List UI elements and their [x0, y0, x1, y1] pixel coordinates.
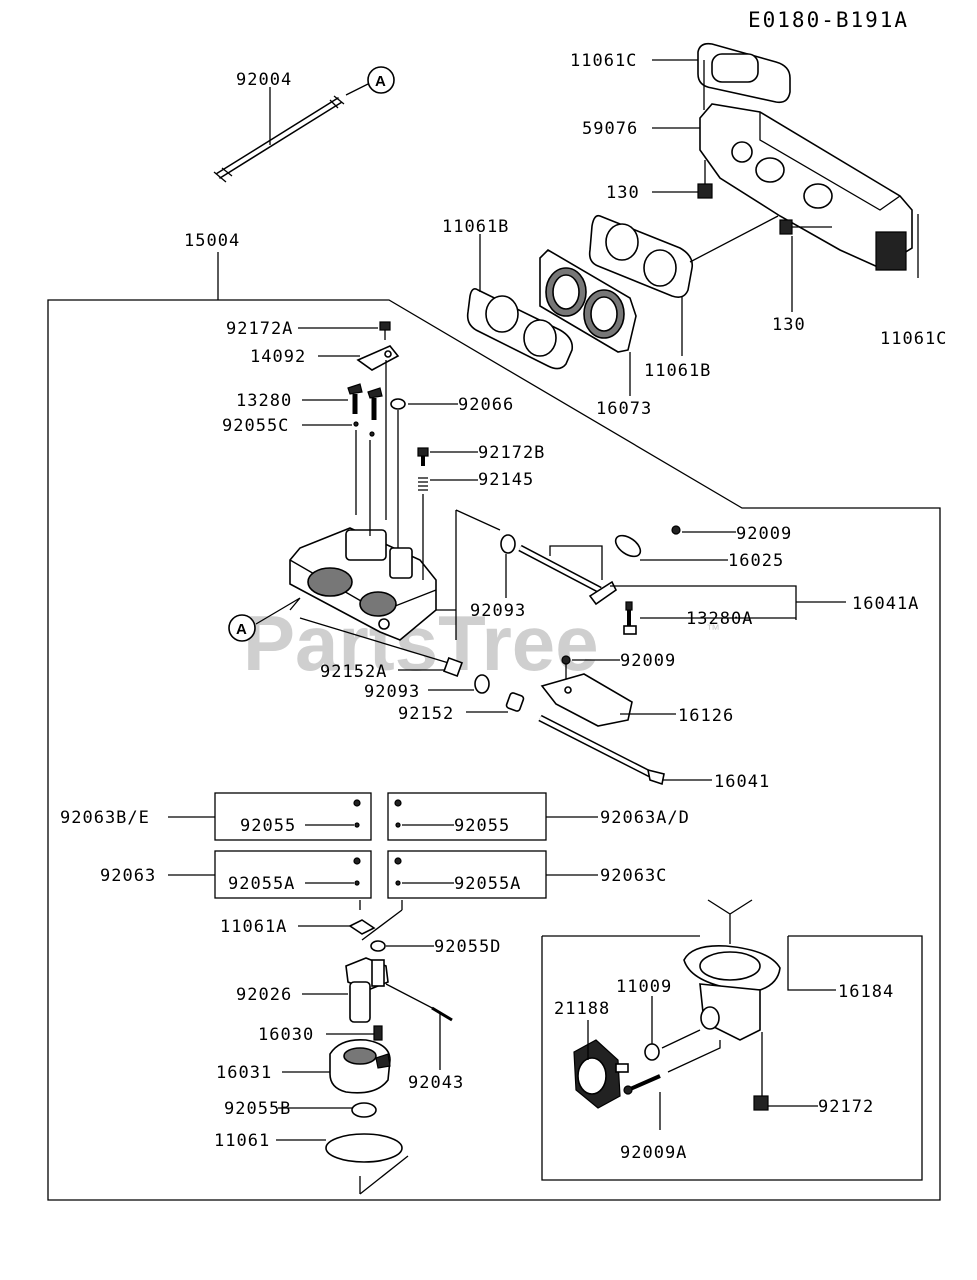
label-16126[interactable]: 16126 — [678, 706, 734, 726]
throttle-shaft-16041[interactable] — [538, 714, 665, 786]
label-16073[interactable]: 16073 — [596, 399, 652, 419]
label-92145[interactable]: 92145 — [478, 470, 534, 490]
label-92055B[interactable]: 92055B — [224, 1099, 291, 1119]
seal-92093-top[interactable] — [500, 534, 516, 554]
bolt-130-right[interactable] — [779, 219, 832, 235]
label-92172[interactable]: 92172 — [818, 1097, 874, 1117]
label-13280[interactable]: 13280 — [236, 391, 292, 411]
insulator-16073[interactable] — [539, 248, 637, 353]
label-16184[interactable]: 16184 — [838, 982, 894, 1002]
o-ring-92055D[interactable] — [370, 940, 386, 952]
solenoid-21188[interactable] — [573, 1039, 629, 1109]
label-15004[interactable]: 15004 — [184, 231, 240, 251]
label-11061C-right[interactable]: 11061C — [880, 329, 947, 349]
label-92009-top[interactable]: 92009 — [736, 524, 792, 544]
screw-92009A[interactable] — [623, 1074, 661, 1095]
screw-92172A[interactable] — [379, 321, 391, 340]
svg-text:A: A — [236, 621, 247, 638]
label-13280A[interactable]: 13280A — [686, 609, 753, 629]
watermark-tm: ™ — [706, 621, 720, 637]
seal-92093-bottom[interactable] — [474, 674, 490, 694]
screw-13280A[interactable] — [623, 601, 637, 635]
choke-valve-16025[interactable] — [612, 531, 644, 560]
jet-16030[interactable] — [373, 1025, 383, 1041]
plate-14092[interactable] — [356, 345, 400, 371]
label-92063C[interactable]: 92063C — [600, 866, 667, 886]
screw-13280[interactable] — [347, 383, 383, 420]
label-11061C-top[interactable]: 11061C — [570, 51, 637, 71]
gasket-11061B-right[interactable] — [588, 214, 694, 298]
label-11061A[interactable]: 11061A — [220, 917, 287, 937]
label-92055C[interactable]: 92055C — [222, 416, 289, 436]
bracket-16126[interactable] — [540, 673, 633, 727]
gasket-11061[interactable] — [325, 1133, 403, 1163]
air-horn-group-outline — [541, 935, 923, 1181]
leader-lines — [168, 59, 818, 1141]
float-92026[interactable] — [345, 957, 389, 1023]
stud-92004[interactable] — [213, 95, 345, 183]
label-92009A[interactable]: 92009A — [620, 1143, 687, 1163]
o-ring-92066[interactable] — [390, 398, 406, 410]
screw-92009-bottom[interactable] — [561, 655, 571, 665]
label-92172B[interactable]: 92172B — [478, 443, 545, 463]
label-130-left[interactable]: 130 — [606, 183, 640, 203]
label-14092[interactable]: 14092 — [250, 347, 306, 367]
o-ring-92055B[interactable] — [351, 1102, 377, 1118]
intake-manifold-59076[interactable] — [699, 103, 913, 271]
float-bowl-16031[interactable] — [329, 1038, 391, 1094]
gasket-11061C-top[interactable] — [697, 42, 791, 104]
washer-11009[interactable] — [644, 1043, 660, 1061]
label-92026[interactable]: 92026 — [236, 985, 292, 1005]
choke-lever[interactable] — [588, 580, 618, 606]
label-92093-top[interactable]: 92093 — [470, 601, 526, 621]
label-92043[interactable]: 92043 — [408, 1073, 464, 1093]
label-92063BE[interactable]: 92063B/E — [60, 808, 150, 828]
gasket-11061A[interactable] — [348, 919, 376, 935]
label-92055-right[interactable]: 92055 — [454, 816, 510, 836]
label-92004[interactable]: 92004 — [236, 70, 292, 90]
label-92063[interactable]: 92063 — [100, 866, 156, 886]
carburetor-group-outline — [47, 299, 941, 1201]
carburetor-body[interactable] — [289, 527, 437, 641]
part-labels: 92004 11061C 59076 130 11061B 15004 130 … — [60, 51, 947, 1163]
callout-a-left — [228, 614, 256, 642]
label-92055A-right[interactable]: 92055A — [454, 874, 521, 894]
label-92172A[interactable]: 92172A — [226, 319, 293, 339]
label-16031[interactable]: 16031 — [216, 1063, 272, 1083]
screw-92172B[interactable] — [417, 447, 429, 466]
label-92152A[interactable]: 92152A — [320, 662, 387, 682]
label-92009-bottom[interactable]: 92009 — [620, 651, 676, 671]
label-130-right[interactable]: 130 — [772, 315, 806, 335]
label-11061[interactable]: 11061 — [214, 1131, 270, 1151]
bolt-130-left[interactable] — [697, 160, 713, 199]
label-92063AD[interactable]: 92063A/D — [600, 808, 690, 828]
label-21188[interactable]: 21188 — [554, 999, 610, 1019]
gasket-11061B-left[interactable] — [466, 288, 574, 370]
label-16041[interactable]: 16041 — [714, 772, 770, 792]
label-92055A-left[interactable]: 92055A — [228, 874, 295, 894]
screw-92172[interactable] — [753, 1032, 769, 1111]
label-92093-bottom[interactable]: 92093 — [364, 682, 420, 702]
bush-92152[interactable] — [505, 692, 525, 712]
bush-92152A[interactable] — [443, 657, 463, 677]
label-16030[interactable]: 16030 — [258, 1025, 314, 1045]
label-16041A[interactable]: 16041A — [852, 594, 919, 614]
screw-92009-top[interactable] — [671, 525, 681, 535]
air-horn-16184[interactable] — [683, 944, 781, 1041]
label-92055-left[interactable]: 92055 — [240, 816, 296, 836]
diagram-code: E0180-B191A — [748, 8, 909, 32]
label-11009[interactable]: 11009 — [616, 977, 672, 997]
svg-text:A: A — [375, 73, 386, 90]
label-11061B-left[interactable]: 11061B — [442, 217, 509, 237]
label-16025[interactable]: 16025 — [728, 551, 784, 571]
spring-92145[interactable] — [418, 477, 428, 491]
label-11061B-right[interactable]: 11061B — [644, 361, 711, 381]
callout-a-top — [367, 66, 395, 94]
label-92055D[interactable]: 92055D — [434, 937, 501, 957]
choke-shaft[interactable] — [518, 544, 602, 594]
label-92066[interactable]: 92066 — [458, 395, 514, 415]
label-92152[interactable]: 92152 — [398, 704, 454, 724]
label-59076[interactable]: 59076 — [582, 119, 638, 139]
